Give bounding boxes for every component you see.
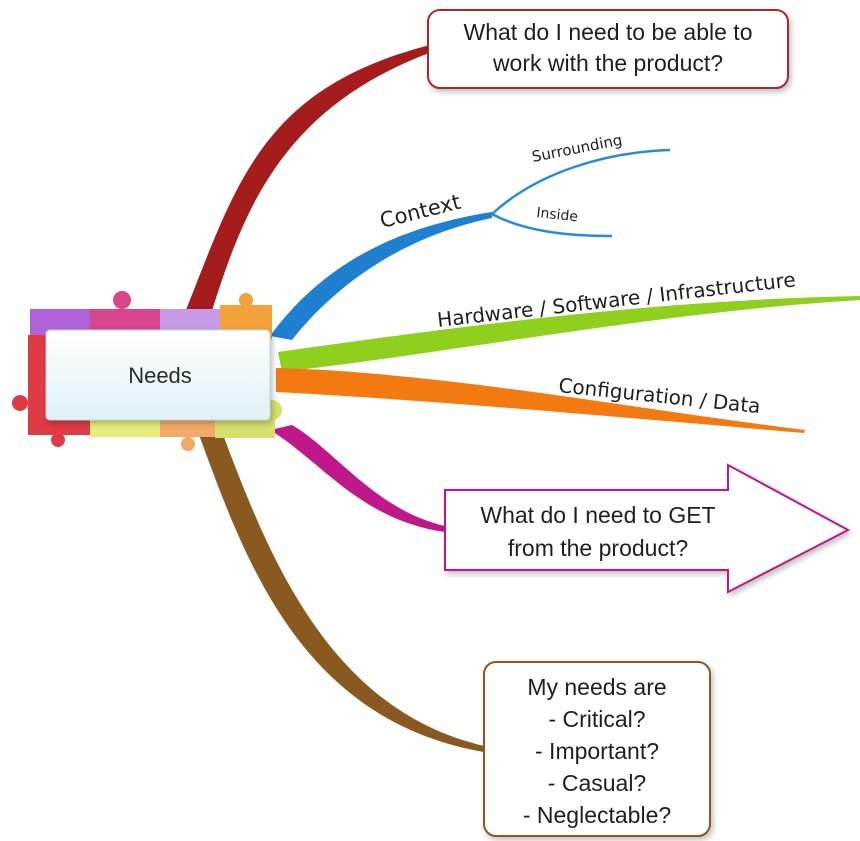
node-my-needs-line-5: - Neglectable? (523, 802, 671, 828)
node-get-from[interactable]: What do I need to GET from the product? (444, 463, 851, 594)
node-my-needs-line-2: - Critical? (548, 706, 645, 732)
central-node[interactable]: Needs (12, 291, 282, 451)
puzzle-knob-pink (113, 291, 131, 309)
puzzle-knob-orange (239, 293, 253, 307)
node-my-needs-line-3: - Important? (535, 738, 659, 764)
node-inside[interactable]: Inside (536, 205, 579, 225)
puzzle-knob-red (12, 395, 28, 411)
branch-get-from (270, 425, 445, 532)
puzzle-knob-peach (181, 437, 195, 451)
node-surrounding[interactable]: Surrounding (530, 131, 623, 166)
node-get-from-line-2: from the product? (508, 535, 688, 561)
node-work-with-line-2: work with the product? (492, 50, 723, 76)
branch-configuration (276, 368, 805, 433)
node-work-with[interactable]: What do I need to be able to work with t… (427, 9, 789, 89)
branch-context (270, 212, 492, 340)
node-my-needs-line-4: - Casual? (548, 770, 646, 796)
central-label: Needs (128, 363, 192, 388)
node-get-from-line-1: What do I need to GET (480, 502, 715, 528)
branch-my-needs (198, 432, 484, 752)
branch-surrounding (491, 148, 671, 215)
puzzle-knob-red-bottom (51, 433, 65, 447)
branch-inside (491, 212, 613, 238)
node-work-with-box (427, 9, 789, 89)
node-work-with-line-1: What do I need to be able to (464, 19, 753, 45)
node-my-needs[interactable]: My needs are - Critical? - Important? - … (483, 661, 711, 837)
branch-hardware (278, 296, 860, 372)
node-get-from-arrow (444, 463, 851, 594)
node-my-needs-line-1: My needs are (527, 674, 666, 700)
node-my-needs-box (483, 661, 711, 837)
central-card (45, 329, 271, 421)
branch-work-with (178, 45, 432, 330)
